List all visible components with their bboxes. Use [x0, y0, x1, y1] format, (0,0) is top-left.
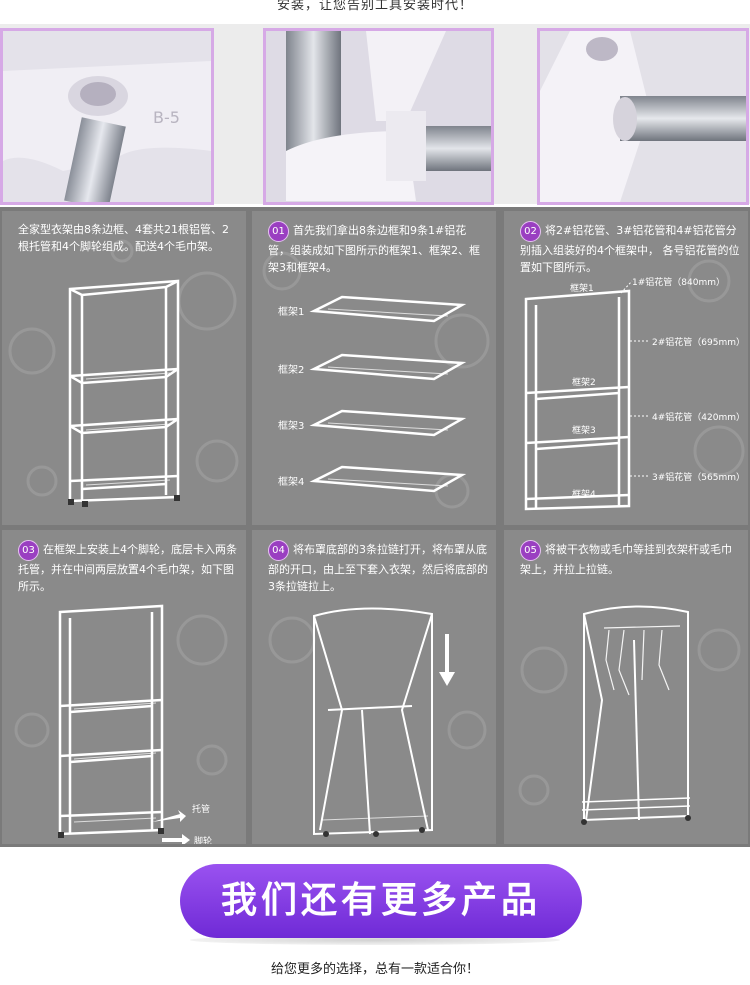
pipe-4-tag: 4#铝花管（420mm） [652, 413, 745, 423]
intro-text: 全家型衣架由8条边框、4套共21根铝管、2根托管和4个脚轮组成。配送4个毛巾架。 [18, 223, 229, 253]
rack-diagram-full [68, 279, 180, 507]
assembly-steps-grid: 全家型衣架由8条边框、4套共21根铝管、2根托管和4个脚轮组成。配送4个毛巾架。… [0, 207, 750, 847]
joint-photo-1: B-5 [0, 28, 214, 205]
frame-3-label: 框架3 [278, 421, 305, 432]
top-caption: 安装，让您告别工具安装时代！ [276, 0, 473, 13]
bubble-decoration [518, 628, 741, 806]
bubble-decoration [687, 259, 745, 477]
banner-shadow [190, 935, 560, 945]
bubble-decoration [14, 614, 228, 776]
frame-2-label: 框架2 [278, 365, 305, 376]
rack-with-casters-diagram [58, 604, 190, 844]
frame-3-tag: 框架3 [572, 426, 596, 436]
joint-photo-3 [537, 28, 749, 205]
pipe-1-tag: 1#铝花管（840mm） [632, 278, 725, 288]
pipe-3-tag: 3#铝花管（565mm） [652, 473, 745, 483]
frame-4-tag: 框架4 [572, 490, 596, 500]
step-2-description: 将2#铝花管、3#铝花管和4#铝花管分别插入组装好的4个框架中， 各号铝花管的位… [520, 224, 740, 274]
more-products-button[interactable]: 我们还有更多产品 [180, 864, 582, 938]
frames-diagram [309, 295, 467, 493]
caster-label: 脚轮 [194, 837, 213, 844]
top-photo-strip: B-5 [0, 24, 750, 205]
banner-subtitle: 给您更多的选择，总有一款适合你！ [270, 962, 479, 977]
cover-install-diagram [313, 607, 455, 837]
step-1-description: 首先我们拿出8条边框和9条1#铝花管，组装成如下图所示的框架1、框架2、框架3和… [268, 224, 480, 274]
step-5-description: 将被干衣物或毛巾等挂到衣架杆或毛巾架上，并拉上拉链。 [520, 543, 732, 576]
step-4-description: 将布罩底部的3条拉链打开，将布罩从底部的开口，由上至下套入衣架，然后将底部的3条… [268, 543, 488, 593]
joint-photo-2 [263, 28, 494, 205]
finished-dryer-diagram [581, 605, 691, 825]
frame-4-label: 框架4 [278, 477, 305, 488]
pipe-positions-diagram [524, 280, 649, 511]
bubble-decoration [8, 239, 239, 497]
step-3-description: 在框架上安装上4个脚轮，底层卡入两条托管，并在中间两层放置4个毛巾架，如下图所示… [18, 543, 237, 593]
step-intro-panel: 全家型衣架由8条边框、4套共21根铝管、2根托管和4个脚轮组成。配送4个毛巾架。 [2, 211, 246, 525]
pipe-2-tag: 2#铝花管（695mm） [652, 338, 745, 348]
frame-2-tag: 框架2 [572, 378, 596, 388]
part-mark: B-5 [153, 108, 180, 127]
support-tube-label: 托管 [192, 805, 211, 815]
frame-1-tag: 框架1 [570, 284, 594, 294]
frame-1-label: 框架1 [278, 307, 305, 318]
